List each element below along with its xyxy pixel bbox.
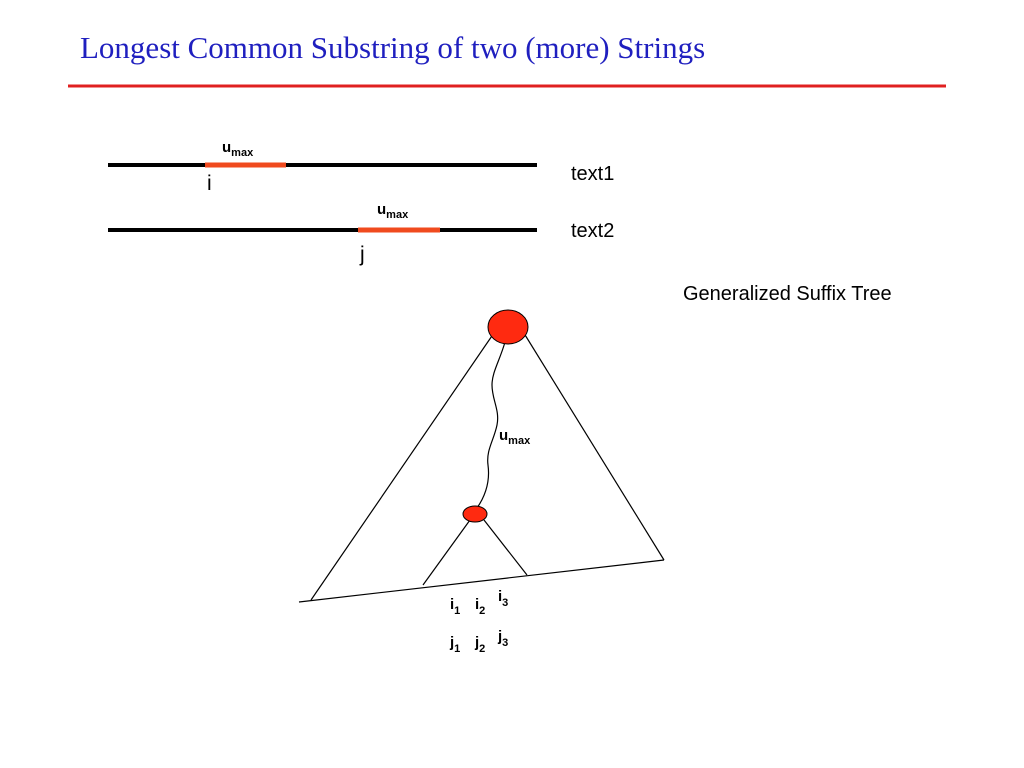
leaf-label-i3: i3	[498, 588, 508, 609]
tree-edge-label: umax	[499, 427, 531, 447]
root-node	[487, 309, 529, 345]
leaf-label-i1: i1	[450, 596, 460, 617]
text2-position-label: j	[359, 243, 365, 266]
tree-right-edge	[521, 329, 665, 561]
subtree-left-edge	[422, 519, 471, 586]
umax-path	[476, 341, 506, 509]
tree-base-edge	[298, 559, 665, 603]
leaf-label-i2: i2	[475, 596, 485, 617]
text1-match-label: umax	[222, 139, 254, 159]
text1-label: text1	[571, 163, 614, 185]
leaf-label-j1: j1	[449, 634, 460, 655]
leaf-label-j2: j2	[474, 634, 485, 655]
tree-title: Generalized Suffix Tree	[683, 283, 892, 305]
slide-title: Longest Common Substring of two (more) S…	[80, 30, 706, 65]
text1-position-label: i	[207, 172, 212, 195]
text2-match-label: umax	[377, 201, 409, 221]
internal-node	[462, 505, 488, 523]
leaf-label-j3: j3	[497, 628, 508, 649]
text2-label: text2	[571, 220, 614, 242]
tree-left-edge	[310, 329, 497, 601]
subtree-right-edge	[483, 519, 528, 576]
